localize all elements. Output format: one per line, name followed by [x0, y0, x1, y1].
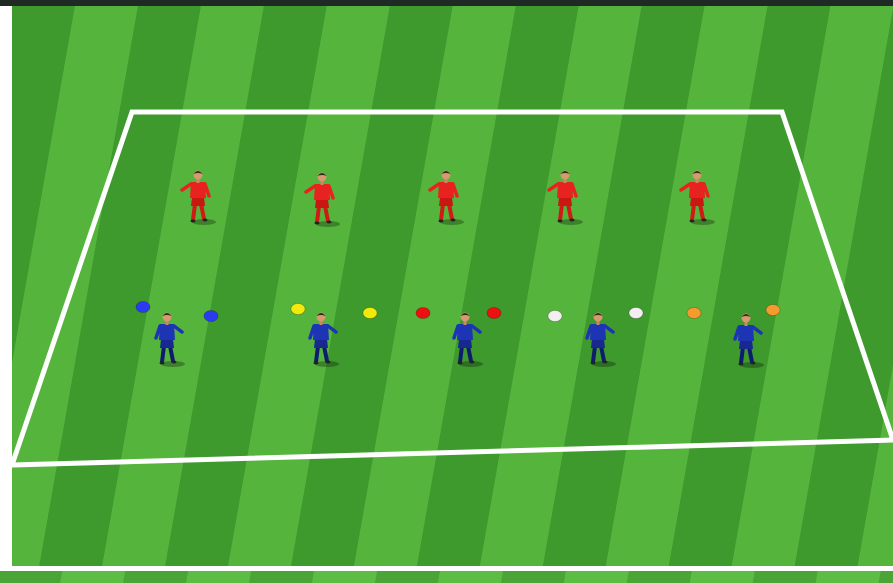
blue-1-player [156, 313, 185, 368]
red-4-player [549, 171, 583, 226]
blue-cone-1 [136, 302, 150, 313]
red-cone-1 [416, 308, 430, 319]
blue-cone-2 [204, 311, 218, 322]
red-2-player [306, 173, 340, 228]
white-cone-2 [629, 308, 643, 319]
white-cone-1 [548, 311, 562, 322]
blue-5-player [735, 314, 764, 369]
yellow-cone-1 [291, 304, 305, 315]
red-team [182, 171, 715, 228]
training-area-boundary [12, 112, 893, 465]
red-3-player [430, 171, 464, 226]
blue-3-player [454, 313, 483, 368]
blue-team [156, 313, 764, 369]
red-5-player [681, 171, 715, 226]
red-1-player [182, 171, 216, 226]
blue-4-player [587, 313, 616, 368]
blue-2-player [310, 313, 339, 368]
orange-cone-2 [766, 305, 780, 316]
red-cone-2 [487, 308, 501, 319]
orange-cone-1 [687, 308, 701, 319]
yellow-cone-2 [363, 308, 377, 319]
cone-gates [136, 302, 780, 322]
